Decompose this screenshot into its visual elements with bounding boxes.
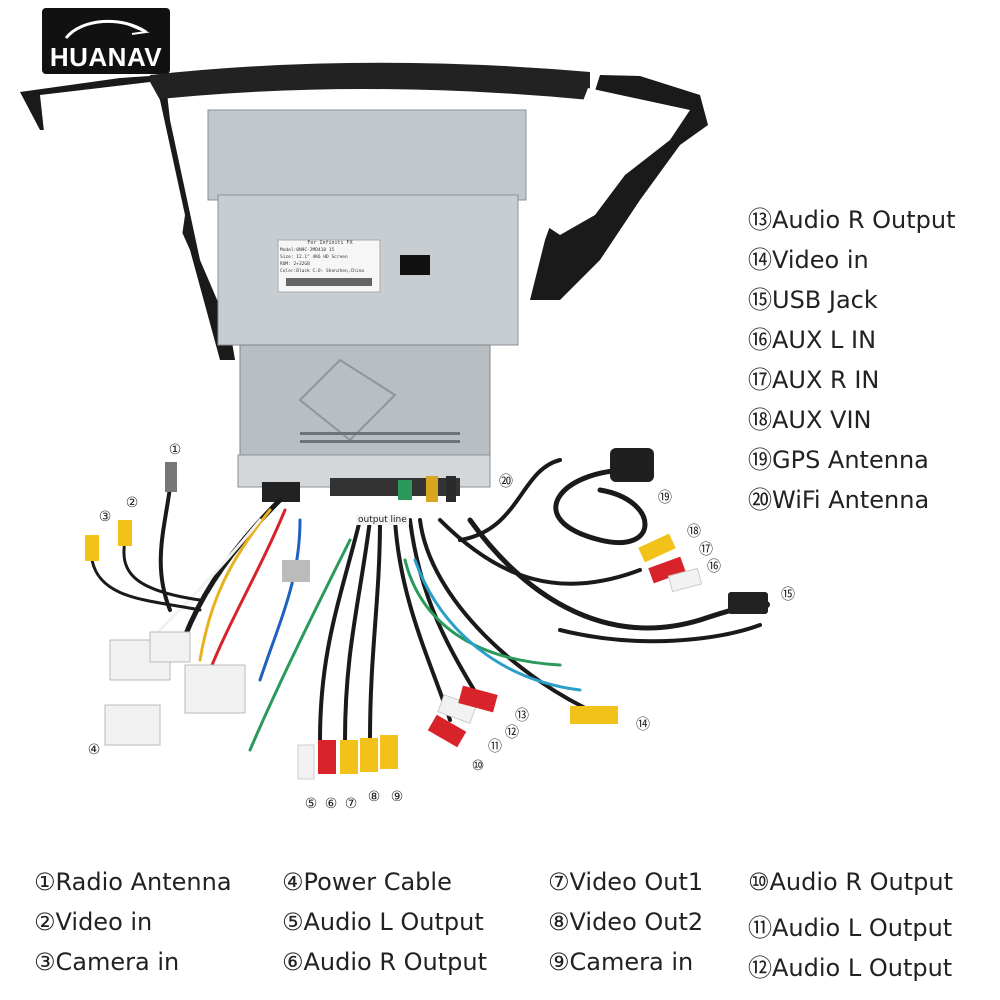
legend-item-2: ②Video in xyxy=(34,908,153,936)
device-label-text: For Infiniti FX Model:0N9C-2MD410 15 Siz… xyxy=(280,240,380,275)
callout-10: ⑩ xyxy=(471,758,485,774)
callout-6: ⑥ xyxy=(324,796,338,812)
callout-1: ① xyxy=(168,442,182,458)
callout-20: ⑳ xyxy=(499,474,513,490)
legend-item-4: ④Power Cable xyxy=(282,868,452,896)
callout-7: ⑦ xyxy=(344,796,358,812)
dash-bezel xyxy=(20,62,708,360)
legend-item-8: ⑧Video Out2 xyxy=(548,908,704,936)
label-line: Color:Black C.O: Shenzhen,China xyxy=(280,269,364,274)
label-line: Model:0N9C-2MD410 15 xyxy=(280,248,335,253)
callout-2: ② xyxy=(125,495,139,511)
legend-item-13: ⑬Audio R Output xyxy=(748,206,956,234)
legend-item-6: ⑥Audio R Output xyxy=(282,948,488,976)
head-unit-chassis xyxy=(207,109,527,502)
callout-9: ⑨ xyxy=(390,789,404,805)
product-photo xyxy=(20,62,770,780)
logo-swoosh-icon xyxy=(64,19,150,40)
legend-item-7: ⑦Video Out1 xyxy=(548,868,704,896)
logo-brand-text: HUANAV xyxy=(49,42,163,72)
legend-item-9: ⑨Camera in xyxy=(548,948,694,976)
callout-13: ⑬ xyxy=(515,708,529,724)
callout-5: ⑤ xyxy=(304,796,318,812)
legend-item-15: ⑮USB Jack xyxy=(748,286,878,314)
brand-logo: HUANAV xyxy=(42,8,170,74)
power-connectors xyxy=(104,560,310,746)
callout-16: ⑯ xyxy=(707,559,721,575)
legend-item-1: ①Radio Antenna xyxy=(34,868,232,896)
callout-15: ⑮ xyxy=(781,587,795,603)
label-line: ROM: 2+32GB xyxy=(280,262,310,267)
callout-17: ⑰ xyxy=(699,542,713,558)
radio-antenna-plug xyxy=(165,462,177,492)
callout-4: ④ xyxy=(87,742,101,758)
legend-item-20: ⑳WiFi Antenna xyxy=(748,486,930,514)
legend-item-10: ⑩Audio R Output xyxy=(748,868,954,896)
legend-item-11: ⑪Audio L Output xyxy=(748,914,953,942)
legend-item-14: ⑭Video in xyxy=(748,246,869,274)
callout-19: ⑲ xyxy=(658,490,672,506)
rca-plugs xyxy=(85,520,703,780)
callout-11: ⑪ xyxy=(488,739,502,755)
legend-item-18: ⑱AUX VIN xyxy=(748,406,872,434)
device-label-sticker xyxy=(277,239,381,293)
label-line: Size: 12.1" 4K6 HD Screen xyxy=(280,255,348,260)
legend-item-16: ⑯AUX L IN xyxy=(748,326,877,354)
legend-item-17: ⑰AUX R IN xyxy=(748,366,880,394)
legend-item-3: ③Camera in xyxy=(34,948,180,976)
callout-18: ⑱ xyxy=(687,524,701,540)
usb-jack-connector xyxy=(728,592,768,614)
callout-3: ③ xyxy=(98,509,112,525)
callout-8: ⑧ xyxy=(367,789,381,805)
legend-item-19: ⑲GPS Antenna xyxy=(748,446,929,474)
callout-14: ⑭ xyxy=(636,717,650,733)
gps-antenna-puck xyxy=(610,448,654,482)
label-line: For Infiniti FX xyxy=(307,240,353,246)
output-line-tag: output line xyxy=(356,515,409,525)
legend-item-12: ⑫Audio L Output xyxy=(748,954,953,982)
legend-item-5: ⑤Audio L Output xyxy=(282,908,484,936)
callout-12: ⑫ xyxy=(505,725,519,741)
